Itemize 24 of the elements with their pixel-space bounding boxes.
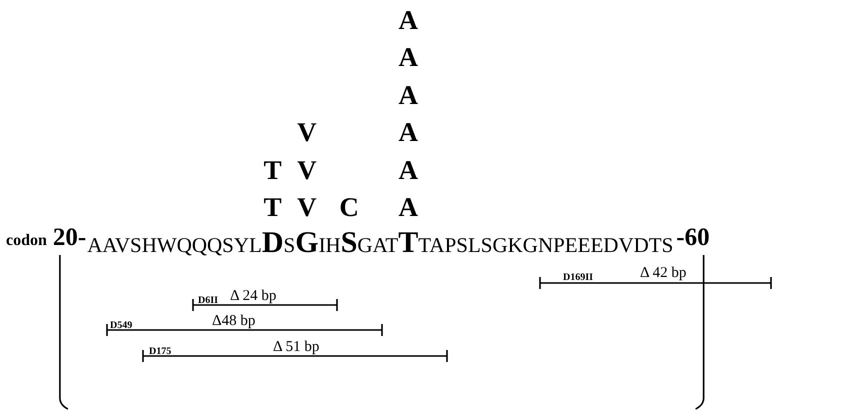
deletion-name: D169II [563, 273, 594, 283]
codon-number: 20- [52, 225, 86, 250]
substitution-letter: T [264, 156, 282, 184]
substitution-letter: V [297, 156, 317, 184]
deletion-name: D175 [149, 347, 172, 357]
deletion-size: Δ 51 bp [273, 340, 320, 355]
substitution-letter: A [398, 194, 418, 221]
substitution-letter: A [398, 119, 418, 146]
substitution-letter: V [297, 194, 317, 221]
substitution-letter: V [297, 119, 317, 146]
deletion-size: Δ 24 bp [230, 289, 276, 304]
deletion-size: Δ48 bp [212, 314, 256, 329]
amino-acid-sequence: AAVSHWQQQSYLDSGIHSGATTTAPSLSGKGNPEEEDVDTS [87, 228, 674, 258]
substitution-letter: A [398, 82, 418, 108]
substitution-letter: C [339, 194, 359, 221]
deletion-name: D6II [198, 296, 218, 306]
substitution-letter: A [398, 156, 418, 184]
substitution-letter: A [398, 44, 418, 71]
deletion-size: Δ 42 bp [640, 266, 686, 281]
substitution-letter: A [398, 6, 418, 34]
substitution-letter: T [264, 194, 282, 221]
deletion-name: D549 [110, 321, 132, 331]
codon-label: codon [6, 233, 47, 249]
codon-number: -60 [676, 225, 710, 250]
